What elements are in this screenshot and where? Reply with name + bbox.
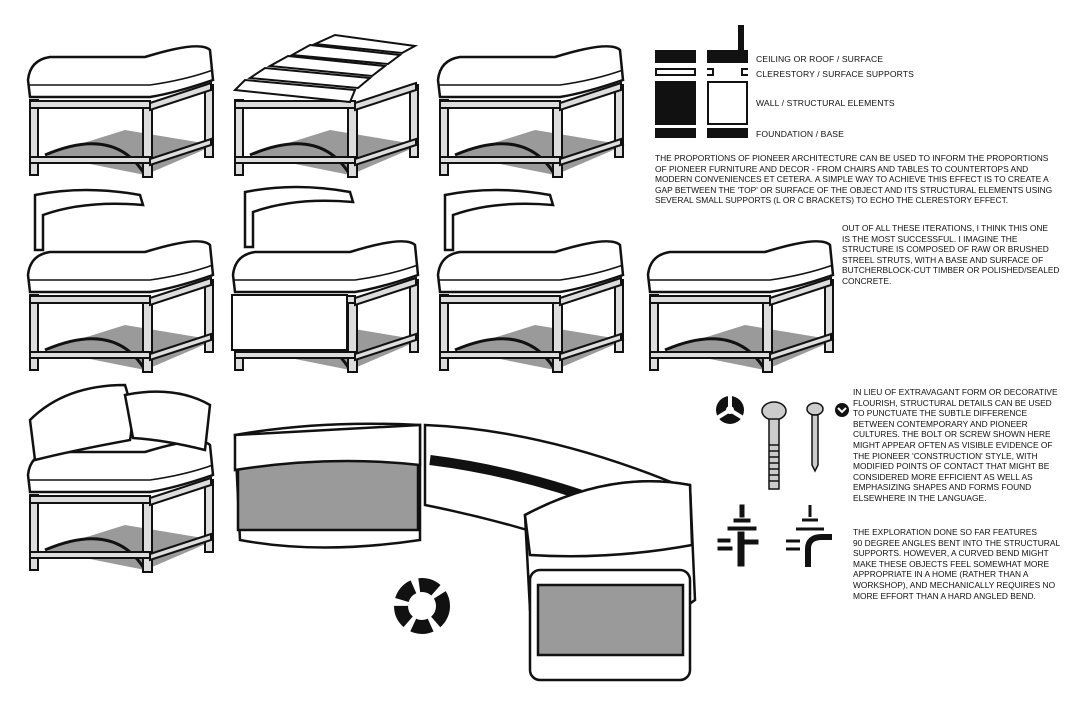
angled-bracket-icon xyxy=(717,504,759,567)
architecture-legend-diagram xyxy=(655,25,748,138)
sketch-chair-panel xyxy=(231,185,420,365)
bolt-head-icon xyxy=(715,396,745,424)
sketch-chair-curved-back xyxy=(25,188,215,365)
legend-label-foundation: FOUNDATION / BASE xyxy=(756,129,844,139)
note-structural-details: IN LIEU OF EXTRAVAGANT FORM OR DECORATIV… xyxy=(853,387,1058,503)
legend-label-ceiling: CEILING OR ROOF / SURFACE xyxy=(756,54,884,64)
sketch-stool-slats xyxy=(233,34,422,179)
note-most-successful: OUT OF ALL THESE ITERATIONS, I THINK THI… xyxy=(842,223,1060,286)
sketch-chair-high-back xyxy=(435,188,625,365)
bolt-icon xyxy=(761,401,787,490)
sketch-chair-pillows xyxy=(25,383,215,565)
bracket-bend-icons xyxy=(717,504,832,567)
note-exploration: THE EXPLORATION DONE SO FAR FEATURES 90 … xyxy=(853,527,1061,601)
note-proportions: THE PROPORTIONS OF PIONEER ARCHITECTURE … xyxy=(655,153,1053,206)
sketch-stool-selected xyxy=(645,220,835,370)
sketch-curved-bench xyxy=(233,422,697,682)
sketch-stool-cushion xyxy=(25,25,215,170)
screw-icon xyxy=(806,402,824,473)
bolt-screw-icons xyxy=(715,396,849,490)
curved-bracket-icon xyxy=(786,505,832,567)
legend-label-wall: WALL / STRUCTURAL ELEMENTS xyxy=(756,98,895,108)
screw-head-icon xyxy=(835,403,849,417)
sketch-stool-domed xyxy=(435,25,625,170)
curved-segment-ring-icon xyxy=(394,578,450,634)
legend-label-clerestory: CLERESTORY / SURFACE SUPPORTS xyxy=(756,69,914,79)
